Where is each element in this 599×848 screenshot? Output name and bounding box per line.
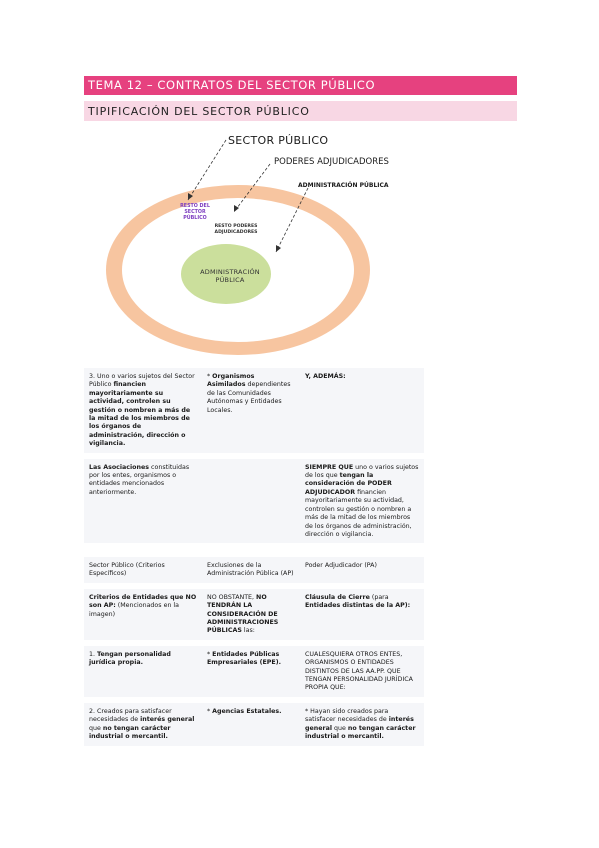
cell-text: dependientes de las Comunidades Autónoma… <box>207 381 291 414</box>
table-cell: CUALESQUIERA OTROS ENTES, ORGANISMOS O E… <box>300 639 424 700</box>
inner-circle <box>181 244 271 304</box>
cell-text: Entidades Públicas Empresariales (EPE). <box>207 650 281 667</box>
cell-text: Poder Adjudicador (PA) <box>305 562 377 569</box>
label-resto-poderes: RESTO PODERES ADJUDICADORES <box>214 224 258 235</box>
criteria-table-1: 3. Uno o varios sujetos del Sector Públi… <box>84 368 424 544</box>
cell-text: interés general <box>140 716 195 724</box>
cell-text: NO OBSTANTE, <box>207 593 257 601</box>
cell-text: 2. Creados para satisfacer necesidades d… <box>89 707 172 724</box>
table-cell: SIEMPRE QUE uno o varios sujetos de los … <box>300 452 424 544</box>
table-cell: Las Asociaciones constituidas por los en… <box>84 452 202 544</box>
label-center-ap: ADMINISTRACIÓN PÚBLICA <box>200 268 260 284</box>
cell-text: no tengan carácter industrial o mercanti… <box>89 724 171 741</box>
label-poderes-adjudicadores: PODERES ADJUDICADORES <box>274 157 389 167</box>
table-cell: 1. Tengan personalidad jurídica propia. <box>84 639 202 700</box>
cell-text: interés general <box>305 716 414 732</box>
cell-text: Entidades distintas de la AP): <box>305 602 411 610</box>
table-cell: * Hayan sido creados para satisfacer nec… <box>300 696 424 746</box>
sector-publico-diagram <box>106 139 370 355</box>
arrow-sector-publico <box>187 139 227 201</box>
cell-text: no tengan carácter industrial o mercanti… <box>305 724 416 741</box>
cell-text: constituidas por los entes, organismos o… <box>89 463 190 496</box>
cell-text: 3. Uno o varios sujetos del Sector Públi… <box>89 373 195 389</box>
cell-text: CUALESQUIERA OTROS ENTES, ORGANISMOS O E… <box>305 650 413 692</box>
table-cell: Exclusiones de la Administración Pública… <box>202 557 300 586</box>
table-cell: 3. Uno o varios sujetos del Sector Públi… <box>84 368 202 456</box>
cell-text: que <box>332 724 348 732</box>
cell-text: * Hayan sido creados para satisfacer nec… <box>305 707 389 724</box>
section-subtitle: TIPIFICACIÓN DEL SECTOR PÚBLICO <box>84 101 517 121</box>
cell-text: financien mayoritariamente su actividad,… <box>305 488 412 538</box>
cell-text: Organismos Asimilados <box>207 373 255 389</box>
table-cell: * Organismos Asimilados dependientes de … <box>202 368 300 456</box>
label-resto-sector-publico: RESTO DEL SECTOR PÚBLICO <box>180 204 210 221</box>
cell-text: las: <box>241 627 255 635</box>
arrow-administracion <box>275 187 309 253</box>
table-row: 2. Creados para satisfacer necesidades d… <box>84 696 424 746</box>
cell-text: Exclusiones de la Administración Pública… <box>207 562 294 578</box>
cell-text: (Mencionados en la imagen) <box>89 602 180 618</box>
cell-text: tengan la consideración de PODER ADJUDIC… <box>305 472 392 496</box>
cell-text: 1. <box>89 650 98 658</box>
cell-text: Y, ADEMÁS: <box>305 373 346 380</box>
criteria-table-2: Sector Público (Criterios Específicos) Ex… <box>84 557 424 746</box>
cell-text: SIEMPRE QUE <box>305 463 354 471</box>
table-cell: * Entidades Públicas Empresariales (EPE)… <box>202 639 300 700</box>
table-cell: NO OBSTANTE, NO TENDRÁN LA CONSIDERACIÓN… <box>202 582 300 643</box>
cell-text: (para <box>369 593 389 601</box>
table-cell: Criterios de Entidades que NO son AP: (M… <box>84 582 202 643</box>
cell-text: * <box>207 707 213 715</box>
table-row: Sector Público (Criterios Específicos) Ex… <box>84 557 424 586</box>
table-row: Criterios de Entidades que NO son AP: (M… <box>84 582 424 643</box>
table-cell: Sector Público (Criterios Específicos) <box>84 557 202 586</box>
cell-text: * <box>207 373 213 380</box>
arrow-poderes <box>233 163 271 213</box>
cell-text: NO TENDRÁN LA CONSIDERACIÓN DE ADMINISTR… <box>207 593 279 635</box>
label-sector-publico: SECTOR PÚBLICO <box>228 134 329 147</box>
table-cell: Y, ADEMÁS: <box>300 368 424 456</box>
table-row: 1. Tengan personalidad jurídica propia.*… <box>84 639 424 700</box>
cell-text: Sector Público (Criterios Específicos) <box>89 562 165 578</box>
cell-text: Criterios de Entidades que NO son AP: <box>89 593 197 610</box>
cell-text: que <box>89 724 103 732</box>
table-row: 3. Uno o varios sujetos del Sector Públi… <box>84 368 424 456</box>
cell-text: * <box>207 650 213 658</box>
cell-text: uno o varios sujetos de los que <box>305 463 419 480</box>
table-row: Las Asociaciones constituidas por los en… <box>84 452 424 544</box>
table-cell <box>202 452 300 544</box>
section-title: TEMA 12 – CONTRATOS DEL SECTOR PÚBLICO <box>84 76 517 95</box>
table-cell: 2. Creados para satisfacer necesidades d… <box>84 696 202 746</box>
table-cell: Cláusula de Cierre (para Entidades disti… <box>300 582 424 643</box>
cell-text: Agencias Estatales. <box>212 707 282 715</box>
cell-text: Tengan personalidad jurídica propia. <box>89 650 171 667</box>
cell-text: Cláusula de Cierre <box>305 593 370 601</box>
label-administracion-publica: ADMINISTRACIÓN PÚBLICA <box>298 182 389 189</box>
table-cell: * Agencias Estatales. <box>202 696 300 746</box>
cell-text: financien mayoritariamente su actividad,… <box>89 381 191 448</box>
table-cell: Poder Adjudicador (PA) <box>300 557 424 586</box>
cell-text: Las Asociaciones <box>89 463 150 471</box>
